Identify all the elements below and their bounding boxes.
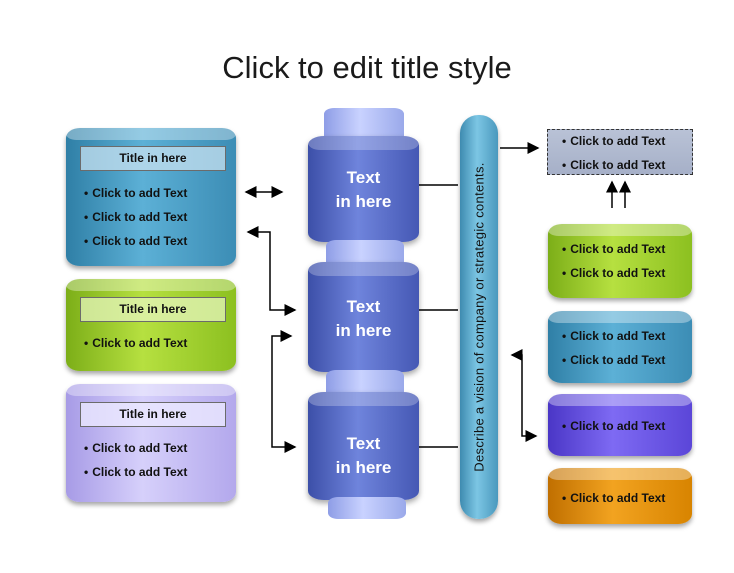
left-panel-1-title[interactable]: Title in here: [80, 146, 226, 171]
list-item[interactable]: Click to add Text: [562, 348, 665, 372]
left-panel-1[interactable]: Title in here Click to add Text Click to…: [66, 128, 236, 266]
right-panel-1[interactable]: Click to add Text Click to add Text: [548, 224, 692, 298]
right-panel-3[interactable]: Click to add Text: [548, 394, 692, 456]
center-drum-2[interactable]: Text in here: [308, 262, 419, 372]
left-panel-2-title[interactable]: Title in here: [80, 297, 226, 322]
right-panel-2-list: Click to add Text Click to add Text: [562, 324, 665, 372]
center-drum-3-line1: Text: [346, 434, 381, 453]
list-item[interactable]: Click to add Text: [562, 237, 665, 261]
left-panel-1-list: Click to add Text Click to add Text Clic…: [84, 181, 187, 253]
center-drum-1[interactable]: Text in here: [308, 136, 419, 242]
list-item[interactable]: Click to add Text: [84, 181, 187, 205]
center-drum-3-line2: in here: [335, 458, 392, 477]
right-panel-2[interactable]: Click to add Text Click to add Text: [548, 311, 692, 383]
right-panel-4[interactable]: Click to add Text: [548, 468, 692, 524]
list-item[interactable]: Click to add Text: [562, 486, 665, 510]
center-drum-1-line2: in here: [335, 192, 392, 211]
left-panel-3-title[interactable]: Title in here: [80, 402, 226, 427]
list-item[interactable]: Click to add Text: [84, 460, 187, 484]
list-item[interactable]: Click to add Text: [84, 436, 187, 460]
right-panel-1-list: Click to add Text Click to add Text: [562, 237, 665, 285]
center-drum-1-line1: Text: [346, 168, 381, 187]
vision-text[interactable]: Describe a vision of company or strategi…: [471, 162, 487, 472]
list-item[interactable]: Click to add Text: [562, 129, 665, 153]
list-item[interactable]: Click to add Text: [84, 229, 187, 253]
list-item[interactable]: Click to add Text: [562, 414, 665, 438]
left-panel-2[interactable]: Title in here Click to add Text: [66, 279, 236, 371]
list-item[interactable]: Click to add Text: [562, 261, 665, 285]
left-panel-3-list: Click to add Text Click to add Text: [84, 436, 187, 484]
list-item[interactable]: Click to add Text: [84, 205, 187, 229]
top-right-box-list: Click to add Text Click to add Text: [562, 129, 665, 177]
vision-pill[interactable]: Describe a vision of company or strategi…: [460, 115, 498, 519]
top-right-box[interactable]: Click to add Text Click to add Text: [547, 129, 693, 175]
center-drum-3[interactable]: Text in here: [308, 392, 419, 500]
list-item[interactable]: Click to add Text: [562, 324, 665, 348]
center-drum-2-line1: Text: [346, 297, 381, 316]
left-panel-3[interactable]: Title in here Click to add Text Click to…: [66, 384, 236, 502]
right-panel-3-list: Click to add Text: [562, 414, 665, 438]
slide-title[interactable]: Click to edit title style: [222, 50, 512, 85]
stack-bottom-cap: [328, 497, 406, 519]
list-item[interactable]: Click to add Text: [84, 331, 187, 355]
left-panel-2-list: Click to add Text: [84, 331, 187, 355]
center-drum-2-line2: in here: [335, 321, 392, 340]
list-item[interactable]: Click to add Text: [562, 153, 665, 177]
right-panel-4-list: Click to add Text: [562, 486, 665, 510]
